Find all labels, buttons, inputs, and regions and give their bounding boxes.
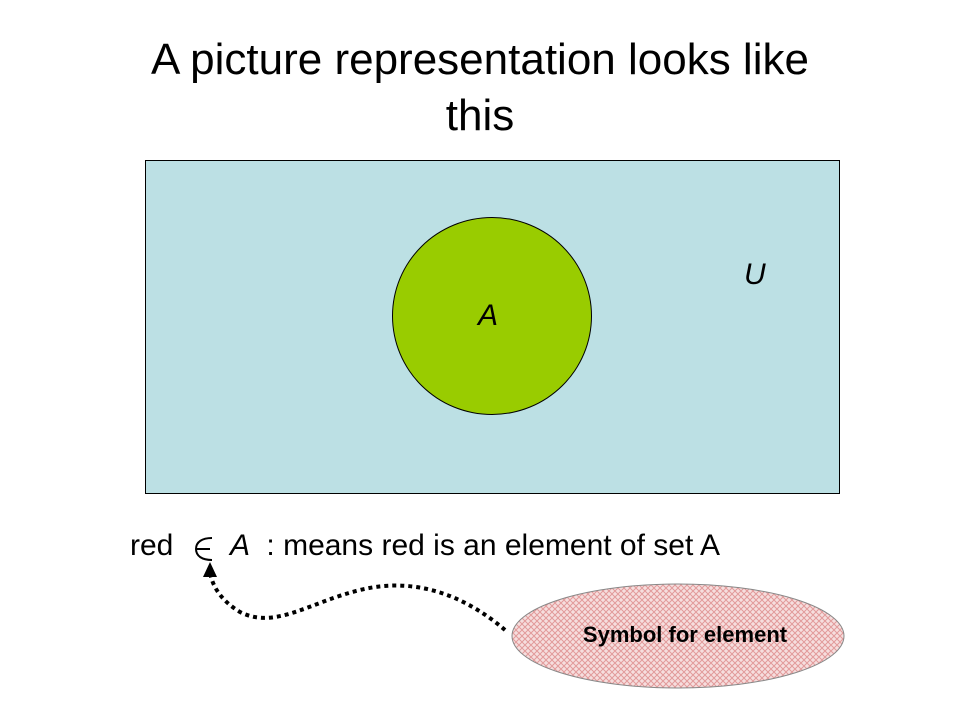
title-line-1: A picture representation looks like — [151, 35, 809, 84]
element-statement: red A : means red is an element of set A — [130, 526, 720, 566]
callout-arrow-line — [208, 571, 507, 632]
slide-title: A picture representation looks like this — [0, 32, 960, 144]
set-a-circle — [392, 217, 592, 415]
universe-label: U — [744, 258, 766, 291]
statement-set: A — [230, 529, 251, 562]
callout-bubble — [511, 583, 845, 689]
callout-label: Symbol for element — [582, 622, 788, 647]
title-line-2: this — [445, 91, 515, 140]
element-of-icon — [188, 526, 218, 566]
statement-element: red — [130, 529, 174, 562]
statement-description: : means red is an element of set A — [266, 529, 720, 562]
set-a-label: A — [478, 299, 499, 332]
callout-arrowhead-icon — [203, 562, 217, 577]
